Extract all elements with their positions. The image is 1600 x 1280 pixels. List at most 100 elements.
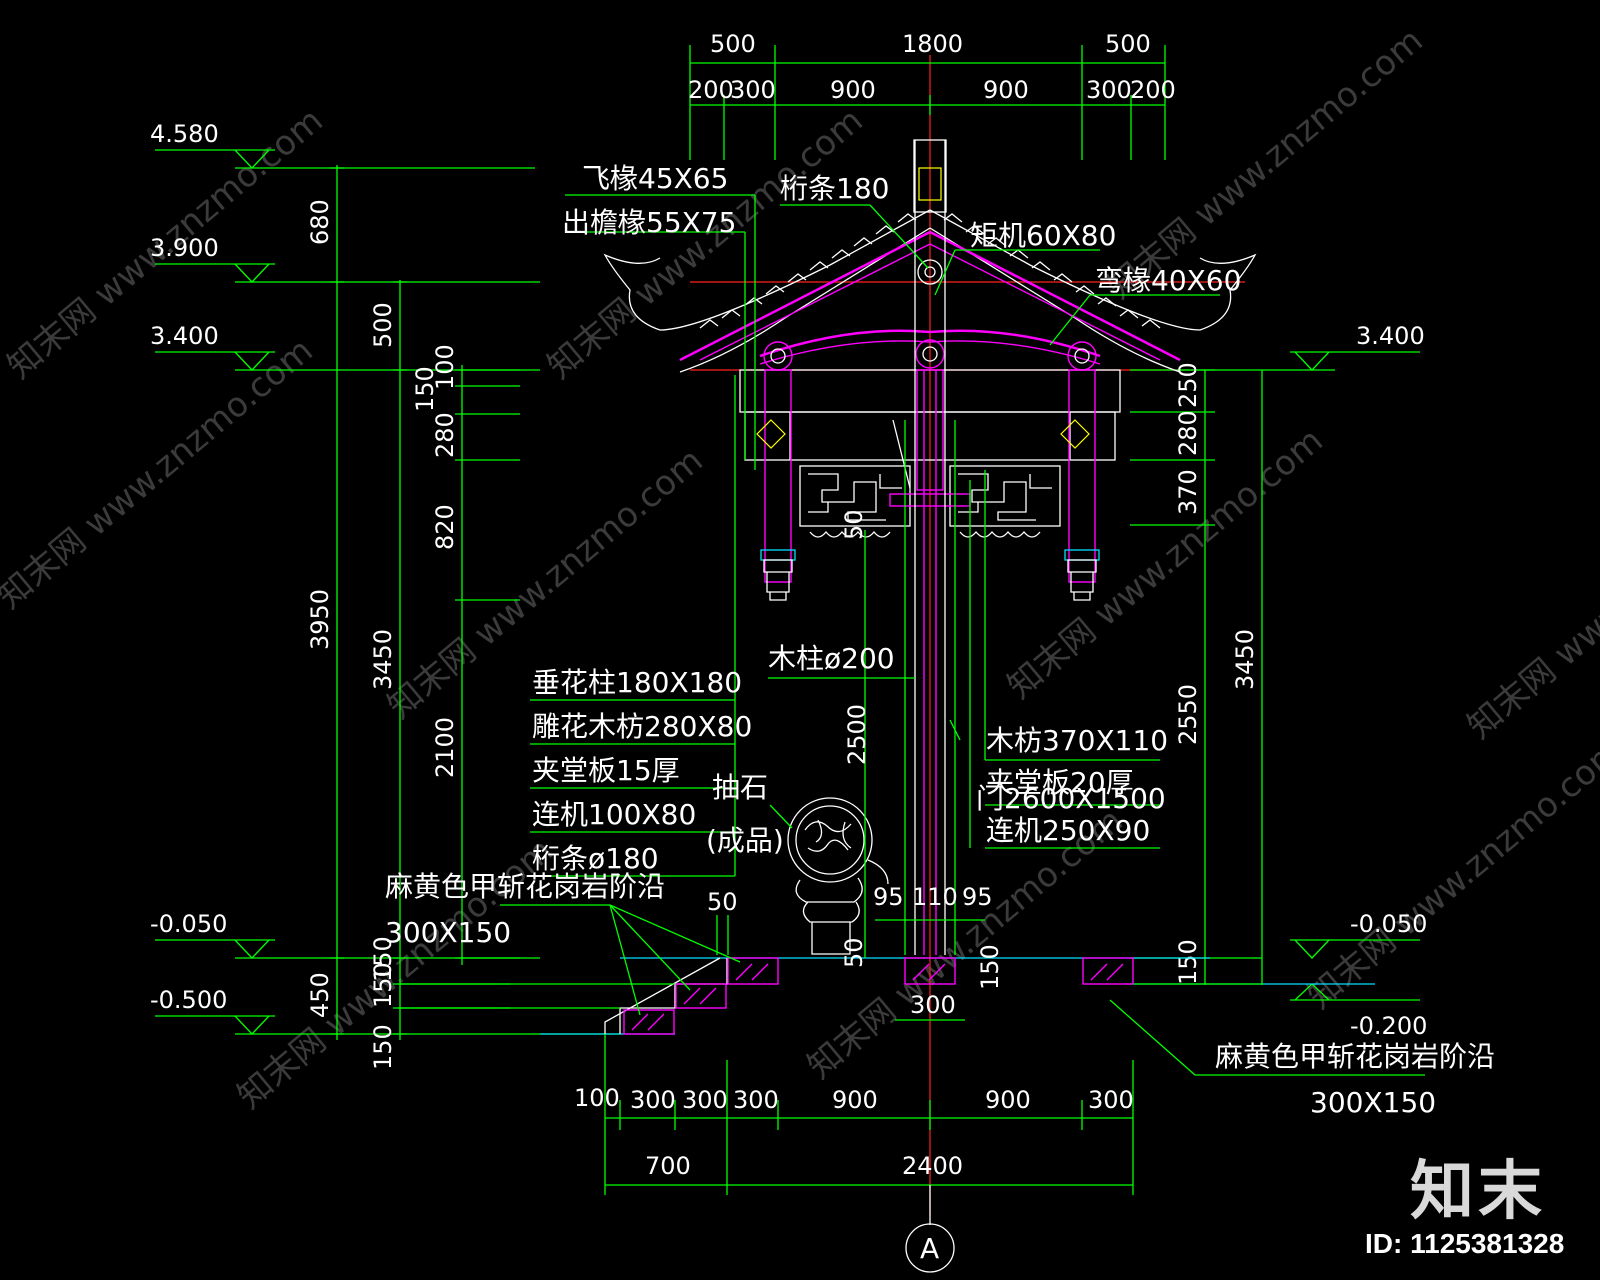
- label-fly-rafter: 飞椽45X65: [582, 162, 728, 195]
- right-elevations: 3.400 -0.050 -0.200 250 280 370 150 3450…: [1130, 322, 1427, 1040]
- dim-2500: 2500: [843, 704, 871, 765]
- label-eave-rafter: 出檐椽55X75: [562, 206, 736, 239]
- dim-100: 100: [431, 344, 459, 390]
- dim-500-right: 500: [1105, 30, 1151, 58]
- roof-outline-right: [929, 209, 1257, 331]
- label-door: 门2600X1500: [976, 782, 1166, 815]
- dim-150-footing: 150: [976, 944, 1004, 990]
- elev-4580: 4.580: [150, 120, 219, 148]
- dim-bottom-2400: 2400: [902, 1152, 963, 1180]
- axis-bubble: [905, 1223, 955, 1273]
- center-dims: 2500 50 50 50 150 95 110 95 300: [707, 509, 1004, 1021]
- rafter-right: [929, 230, 1181, 362]
- label-step-note-right-2: 300X150: [1310, 1086, 1436, 1119]
- dim-post-95-left: 95: [873, 883, 904, 911]
- top-dimensions: 500 1800 500 200 300 900 900 300 200: [688, 30, 1176, 160]
- dim-1800: 1800: [902, 30, 963, 58]
- roof: [603, 139, 1257, 373]
- hanging-post-left: [764, 369, 792, 583]
- dim-150-right: 150: [1174, 939, 1202, 985]
- dim-bottom-900-b: 900: [985, 1086, 1031, 1114]
- stone-drum: [787, 797, 889, 955]
- dim-150-b: 150: [369, 962, 397, 1008]
- dim-280-left: 280: [431, 412, 459, 458]
- watermark: 知末网 www.znzmo.com: [540, 100, 871, 386]
- lattice-panel-left: [799, 465, 911, 538]
- dim-3450-left: 3450: [369, 629, 397, 690]
- brand-logo: 知末: [1410, 1155, 1546, 1229]
- dim-280-right: 280: [1174, 410, 1202, 456]
- label-panel-20: 夹堂板20厚: [986, 766, 1134, 799]
- label-panel-15: 夹堂板15厚: [532, 754, 680, 787]
- elev-minus-0500: -0.500: [150, 986, 227, 1014]
- curved-rafter: [759, 329, 1101, 358]
- hanging-post-right: [1068, 369, 1096, 583]
- annotations-right: 木柱ø200 木枋370X110 夹堂板20厚 门2600X1500 连机250…: [768, 470, 1495, 1119]
- rafter-left: [679, 230, 931, 362]
- dim-250-right: 250: [1174, 362, 1202, 408]
- watermark: 知末网 www.znzmo.com: [1460, 460, 1600, 746]
- dim-3950: 3950: [306, 589, 334, 650]
- wood-post: [904, 140, 956, 955]
- dim-150-top: 150: [411, 366, 439, 412]
- step-stone-right: [1082, 957, 1134, 985]
- dim-200-right: 200: [1130, 76, 1176, 104]
- dim-680: 680: [306, 199, 334, 245]
- dim-3450-right: 3450: [1231, 629, 1259, 690]
- elev-right-minus-0050: -0.050: [1350, 910, 1427, 938]
- dim-bottom-300-d: 300: [1088, 1086, 1134, 1114]
- dim-post-95-right: 95: [962, 883, 993, 911]
- roof-outline-left: [603, 209, 931, 331]
- dim-bottom-100: 100: [574, 1084, 620, 1112]
- lattice-panel-right: [949, 465, 1061, 538]
- step-stone-3: [727, 957, 779, 985]
- dim-50-upper: 50: [840, 509, 868, 540]
- dim-2100: 2100: [431, 717, 459, 778]
- purlin-center: [915, 339, 945, 369]
- dim-bottom-900-a: 900: [832, 1086, 878, 1114]
- label-wood-beam: 木枋370X110: [986, 724, 1168, 757]
- dim-post-110: 110: [912, 883, 958, 911]
- dim-150-a: 150: [369, 936, 397, 982]
- dim-900-right: 900: [983, 76, 1029, 104]
- label-curved-rafter: 弯椽40X60: [1095, 264, 1241, 297]
- label-step-note-left-1: 麻黄色甲斩花岗岩阶沿: [385, 870, 665, 903]
- dim-50-lower: 50: [840, 937, 868, 968]
- label-short-beam: 矩机60X80: [970, 219, 1116, 252]
- dim-500-left: 500: [710, 30, 756, 58]
- dim-bottom-700: 700: [645, 1152, 691, 1180]
- label-tie-250: 连机250X90: [986, 814, 1150, 847]
- watermark: 知末网 www.znzmo.com: [0, 330, 321, 616]
- dim-150-c: 150: [369, 1024, 397, 1070]
- label-step-note-right-1: 麻黄色甲斩花岗岩阶沿: [1215, 1040, 1495, 1073]
- label-carved-beam: 雕花木枋280X80: [532, 710, 752, 743]
- roof-finial: [913, 139, 947, 213]
- bottom-dimensions: 100 300 300 300 900 900 300 700 2400 A: [574, 1034, 1134, 1273]
- elev-3900: 3.900: [150, 234, 219, 262]
- elev-right-minus-0200: -0.200: [1350, 1012, 1427, 1040]
- label-tie-100: 连机100X80: [532, 798, 696, 831]
- dim-bottom-300-c: 300: [733, 1086, 779, 1114]
- label-stone-1: 抽石: [712, 771, 768, 804]
- label-step-note-left-2: 300X150: [385, 916, 511, 949]
- dim-300-left: 300: [730, 76, 776, 104]
- ridge-purlin: [917, 259, 943, 285]
- dim-450: 450: [306, 972, 334, 1018]
- label-wood-post: 木柱ø200: [768, 642, 895, 675]
- watermark: 知末网 www.znzmo.com: [1300, 730, 1600, 1016]
- dim-2550: 2550: [1174, 684, 1202, 745]
- dim-bottom-300-a: 300: [630, 1086, 676, 1114]
- dim-900-left: 900: [830, 76, 876, 104]
- dim-820: 820: [431, 504, 459, 550]
- annotations-left: 垂花柱180X180 雕花木枋280X80 夹堂板15厚 连机100X80 桁条…: [385, 375, 793, 1016]
- dim-bottom-300-b: 300: [682, 1086, 728, 1114]
- elev-right-3400: 3.400: [1356, 322, 1425, 350]
- dim-footing-300: 300: [910, 991, 956, 1019]
- elev-3400: 3.400: [150, 322, 219, 350]
- step-stone-1: [623, 1009, 675, 1035]
- label-purlin: 桁条180: [780, 172, 889, 205]
- axis-label-a: A: [920, 1232, 939, 1265]
- center-beam-post: [916, 369, 944, 491]
